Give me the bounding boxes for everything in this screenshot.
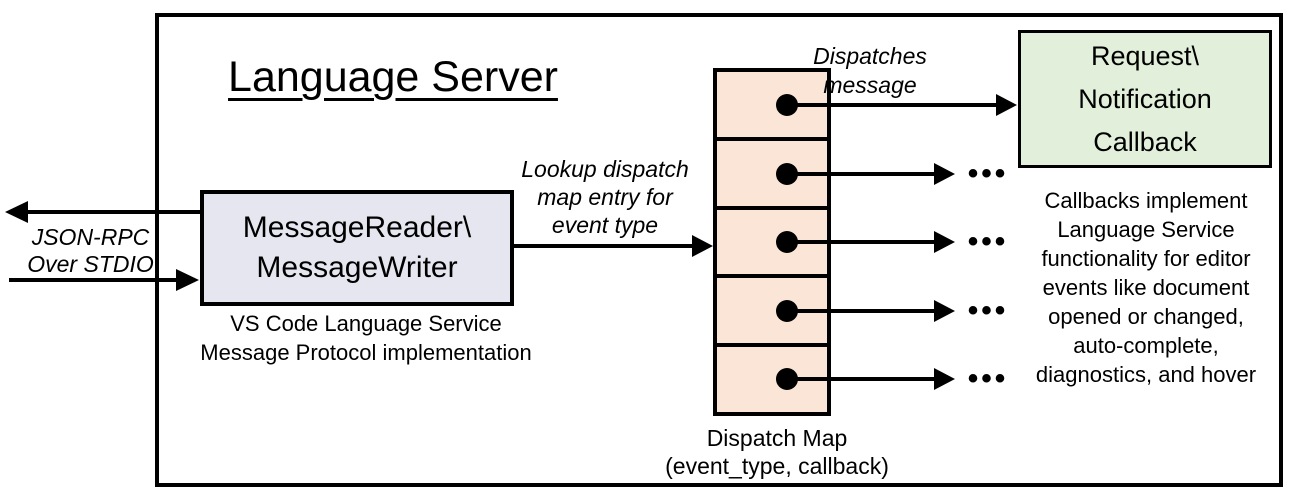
note-line: events like document	[1042, 275, 1250, 300]
language-server-outer-box	[155, 13, 1283, 487]
label-line: Over STDIO	[27, 251, 154, 277]
message-reader-caption: VS Code Language Service Message Protoco…	[156, 309, 576, 367]
note-line: Callbacks implement	[1044, 188, 1248, 213]
message-writer-label: MessageWriter	[256, 251, 458, 284]
note-line: opened or changed,	[1048, 304, 1244, 329]
dispatch-map-cell	[717, 278, 827, 348]
message-reader-label: MessageReader\	[242, 211, 472, 244]
ellipsis-mark: •••	[967, 157, 1009, 190]
note-line: Language Service	[1057, 217, 1235, 242]
ellipsis-mark: •••	[967, 294, 1009, 327]
ellipsis-mark: •••	[967, 225, 1009, 258]
label-line: message	[823, 72, 917, 98]
dispatch-map-box	[713, 68, 831, 416]
dispatch-map-cell	[717, 210, 827, 279]
dispatch-map-cell	[717, 347, 827, 412]
note-line: diagnostics, and hover	[1035, 362, 1257, 387]
label-line: JSON-RPC	[31, 224, 150, 250]
label-line: event type	[551, 212, 659, 238]
dispatch-map-cell	[717, 72, 827, 141]
dispatch-map-caption: Dispatch Map (event_type, callback)	[627, 424, 927, 480]
note-line: functionality for editor	[1041, 246, 1251, 271]
dispatch-map-cell	[717, 141, 827, 210]
label-line: Lookup dispatch	[521, 156, 689, 182]
lookup-dispatch-label: Lookup dispatch map entry for event type	[505, 155, 705, 239]
caption-line: (event_type, callback)	[665, 453, 889, 479]
request-notification-callback-box: Request\ Notification Callback	[1018, 30, 1272, 168]
diagram-title: Language Server	[228, 53, 558, 101]
label-line: Dispatches	[813, 43, 927, 69]
ellipsis-mark: •••	[967, 362, 1009, 395]
dispatches-message-label: Dispatches message	[790, 42, 950, 100]
caption-line: Dispatch Map	[706, 425, 848, 451]
callback-box-line: Callback	[1093, 126, 1197, 157]
callback-box-line: Notification	[1078, 83, 1212, 114]
json-rpc-stdio-label: JSON-RPC Over STDIO	[8, 224, 173, 278]
callback-box-line: Request\	[1090, 40, 1200, 71]
callbacks-note: Callbacks implement Language Service fun…	[1021, 186, 1271, 389]
message-reader-writer-box: MessageReader\ MessageWriter	[200, 190, 514, 306]
caption-line: Message Protocol implementation	[200, 340, 532, 365]
caption-line: VS Code Language Service	[230, 311, 502, 336]
label-line: map entry for	[537, 184, 673, 210]
note-line: auto-complete,	[1073, 333, 1219, 358]
